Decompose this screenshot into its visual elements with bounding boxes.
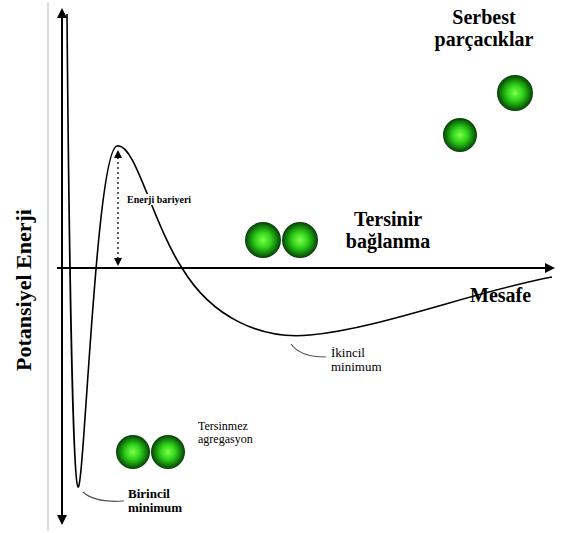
y-axis [61, 10, 63, 523]
leader-line [291, 344, 326, 357]
particle [245, 222, 281, 258]
particle [443, 118, 477, 152]
potential-curve [67, 14, 552, 487]
particle [282, 222, 318, 258]
axis-title: Potansiyel Enerji [12, 209, 36, 371]
barrier-label: Enerji bariyeri [126, 194, 192, 205]
axis-title: Mesafe [470, 284, 531, 306]
barrier-arrow [117, 152, 118, 264]
x-axis [57, 267, 553, 269]
particle [497, 75, 533, 111]
region-label: Tersinir bağlanma [326, 208, 450, 252]
particle [151, 435, 185, 469]
minimum-label: Birincil minimum [128, 487, 194, 516]
region-label: Tersinmez agregasyon [198, 420, 278, 446]
particle [116, 435, 150, 469]
leader-line [83, 492, 124, 501]
frame-line [48, 2, 49, 531]
minimum-label: İkincil minimum [331, 346, 401, 375]
region-label: Serbest parçacıklar [418, 6, 550, 50]
